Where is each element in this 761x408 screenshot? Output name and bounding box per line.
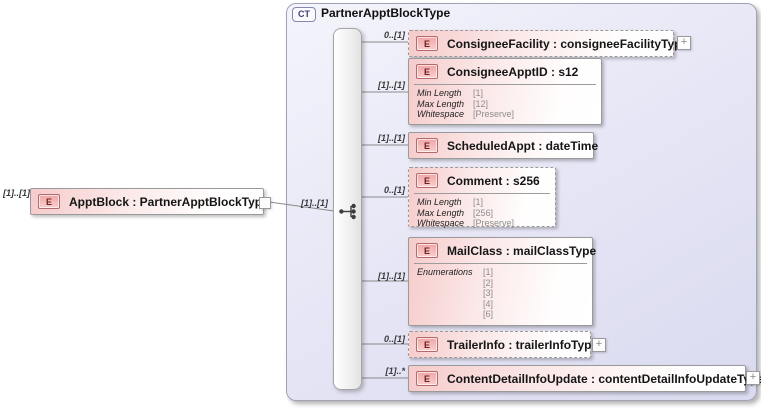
- element-consigneeapptid[interactable]: E ConsigneeApptID : s12 Min Length [1] Ma…: [408, 58, 602, 125]
- element-scheduledappt[interactable]: E ScheduledAppt : dateTime: [408, 132, 598, 159]
- root-connector-cardinality: [1]..[1]: [301, 198, 328, 208]
- complex-type-title: PartnerApptBlockType: [321, 6, 451, 20]
- cardinality-label: [1]..[1]: [378, 80, 405, 90]
- element-consigneefacility[interactable]: E ConsigneeFacility : consigneeFacilityT…: [408, 30, 688, 57]
- element-comment[interactable]: E Comment : s256 Min Length [1] Max Lengt…: [408, 167, 556, 229]
- divider: [414, 193, 550, 194]
- facet-list: Min Length [1] Max Length [256] Whitespace…: [409, 194, 555, 229]
- facet-name: Whitespace: [417, 218, 465, 228]
- element-trailerinfo[interactable]: E TrailerInfo : trailerInfoType: [408, 331, 598, 358]
- facet-name: Whitespace: [417, 109, 465, 119]
- enumeration-values: [1] [2] [3] [4] [6]: [483, 267, 494, 319]
- element-badge-icon: E: [416, 243, 438, 258]
- facet-name: Enumerations: [417, 267, 473, 277]
- element-badge-icon: E: [416, 138, 438, 153]
- element-mailclass[interactable]: E MailClass : mailClassType Enumerations…: [408, 237, 597, 326]
- element-label: Comment : s256: [447, 173, 540, 188]
- element-badge-icon: E: [416, 64, 438, 79]
- expand-icon[interactable]: +: [592, 338, 606, 352]
- sequence-group-bar[interactable]: [333, 28, 362, 390]
- sequence-icon: [339, 203, 356, 220]
- element-label: ConsigneeFacility : consigneeFacilityTyp…: [447, 36, 689, 51]
- cardinality-label: 0..[1]: [383, 30, 405, 40]
- cardinality-label: 0..[1]: [383, 185, 405, 195]
- collapse-toggle[interactable]: [259, 197, 271, 209]
- facet-name: Max Length: [417, 207, 465, 218]
- facet-value: [256]: [473, 207, 494, 218]
- facet-value: [Preserve]: [473, 218, 515, 228]
- facet-name: Max Length: [417, 98, 465, 109]
- facet-name: Min Length: [417, 88, 462, 98]
- cardinality-label: [1]..[1]: [378, 133, 405, 143]
- facet-value: [Preserve]: [473, 109, 515, 119]
- expand-icon[interactable]: +: [746, 371, 760, 385]
- cardinality-label: [1]..*: [385, 366, 405, 376]
- facet-name: Min Length: [417, 197, 462, 207]
- facet-value: [1]: [473, 197, 484, 207]
- facet-value: [12]: [473, 98, 489, 109]
- facet-list: Min Length [1] Max Length [12] Whitespace […: [409, 85, 601, 120]
- element-contentdetailinfoupdate[interactable]: E ContentDetailInfoUpdate : contentDetai…: [408, 365, 761, 392]
- root-cardinality: [1]..[1]: [3, 188, 30, 198]
- expand-icon[interactable]: +: [677, 36, 691, 50]
- cardinality-label: [1]..[1]: [378, 271, 405, 281]
- element-badge-icon: E: [38, 194, 60, 209]
- element-label: ApptBlock : PartnerApptBlockType: [69, 194, 269, 209]
- element-apptblock[interactable]: E ApptBlock : PartnerApptBlockType: [30, 188, 269, 215]
- facet-value: [1]: [473, 88, 484, 98]
- facet-list: Enumerations [1] [2] [3] [4] [6]: [409, 264, 592, 320]
- element-label: ConsigneeApptID : s12: [447, 64, 579, 79]
- element-badge-icon: E: [416, 337, 438, 352]
- element-badge-icon: E: [416, 173, 438, 188]
- divider: [414, 263, 587, 264]
- element-label: ContentDetailInfoUpdate : contentDetailI…: [447, 371, 761, 386]
- divider: [414, 84, 596, 85]
- element-badge-icon: E: [416, 36, 438, 51]
- element-label: ScheduledAppt : dateTime: [447, 138, 599, 153]
- complex-type-badge-icon: CT: [292, 7, 316, 22]
- element-label: MailClass : mailClassType: [447, 243, 597, 258]
- cardinality-label: 0..[1]: [383, 334, 405, 344]
- element-badge-icon: E: [416, 371, 438, 386]
- element-label: TrailerInfo : trailerInfoType: [447, 337, 599, 352]
